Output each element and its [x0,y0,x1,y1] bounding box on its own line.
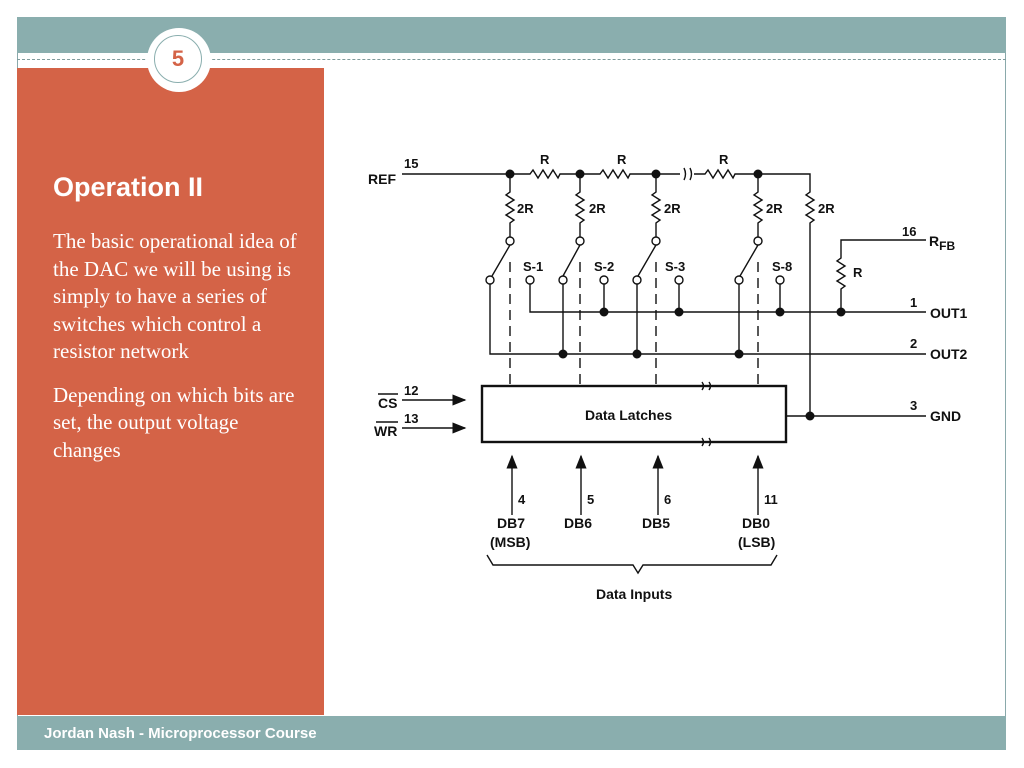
data-inputs-brace [486,554,778,575]
data-pin-db5: 6 [664,492,671,507]
data-pin-db6: 5 [587,492,594,507]
data-sub-db0: (LSB) [738,534,775,550]
out1-pin: 1 [910,295,917,310]
series-r-2: R [617,152,627,167]
switch-label-2: S-2 [594,259,614,274]
out1-bus [529,284,926,313]
shunt-resistor-2 [574,174,586,237]
out2-label: OUT2 [930,346,968,362]
data-name-db0: DB0 [742,515,770,531]
out1-label: OUT1 [930,305,968,321]
ref-rail-right [694,168,816,416]
shunt-label-8: 2R [766,201,783,216]
rfb-resistor [835,239,926,312]
rfb-resistor-label: R [853,265,863,280]
dac-circuit-diagram: REF 15 R R R 2R 2R 2R 2R 2R S-1 S-2 S-3 … [368,152,968,602]
header-divider [17,59,1006,60]
data-name-db7: DB7 [497,515,525,531]
out2-pin: 2 [910,336,917,351]
rfb-pin: 16 [902,224,916,239]
series-r-1: R [540,152,550,167]
shunt-resistor-3 [650,174,662,237]
switch-label-3: S-3 [665,259,685,274]
data-latches-label: Data Latches [585,407,672,423]
body-paragraph-1: The basic operational idea of the DAC we… [53,229,297,363]
switch-label-1: S-1 [523,259,543,274]
cs-pin: 12 [404,383,418,398]
data-name-db6: DB6 [564,515,592,531]
out2-bus [489,284,926,355]
switch-label-8: S-8 [772,259,792,274]
data-sub-db7: (MSB) [490,534,530,550]
slide-title: Operation II [53,172,204,202]
ref-label: REF [368,171,396,187]
shunt-label-1: 2R [517,201,534,216]
shunt-label-last: 2R [818,201,835,216]
footer-band [17,716,1006,750]
body-paragraph-2: Depending on which bits are set, the out… [53,382,295,462]
rfb-label: RFB [929,233,955,253]
cs-label: CS [378,395,397,411]
shunt-label-2: 2R [589,201,606,216]
gnd-pin: 3 [910,398,917,413]
side-panel [17,68,324,715]
series-r-3: R [719,152,729,167]
slide-number-badge: 5 [147,28,211,92]
data-latches-box [480,384,788,444]
ref-pin: 15 [404,156,418,171]
slide-body: The basic operational idea of the DAC we… [53,228,308,480]
shunt-label-3: 2R [664,201,681,216]
ref-rail [402,168,680,180]
data-name-db5: DB5 [642,515,670,531]
slide-number: 5 [154,35,202,83]
gnd-label: GND [930,408,961,424]
wr-label: WR [374,423,397,439]
wr-pin: 13 [404,411,418,426]
data-pin-db0: 11 [764,492,778,507]
footer-text: Jordan Nash - Microprocessor Course [44,725,317,742]
shunt-resistor-1 [504,174,516,237]
data-inputs-label: Data Inputs [596,586,672,602]
data-pin-db7: 4 [518,492,526,507]
shunt-resistor-8 [752,174,764,237]
rail-break [683,167,693,181]
